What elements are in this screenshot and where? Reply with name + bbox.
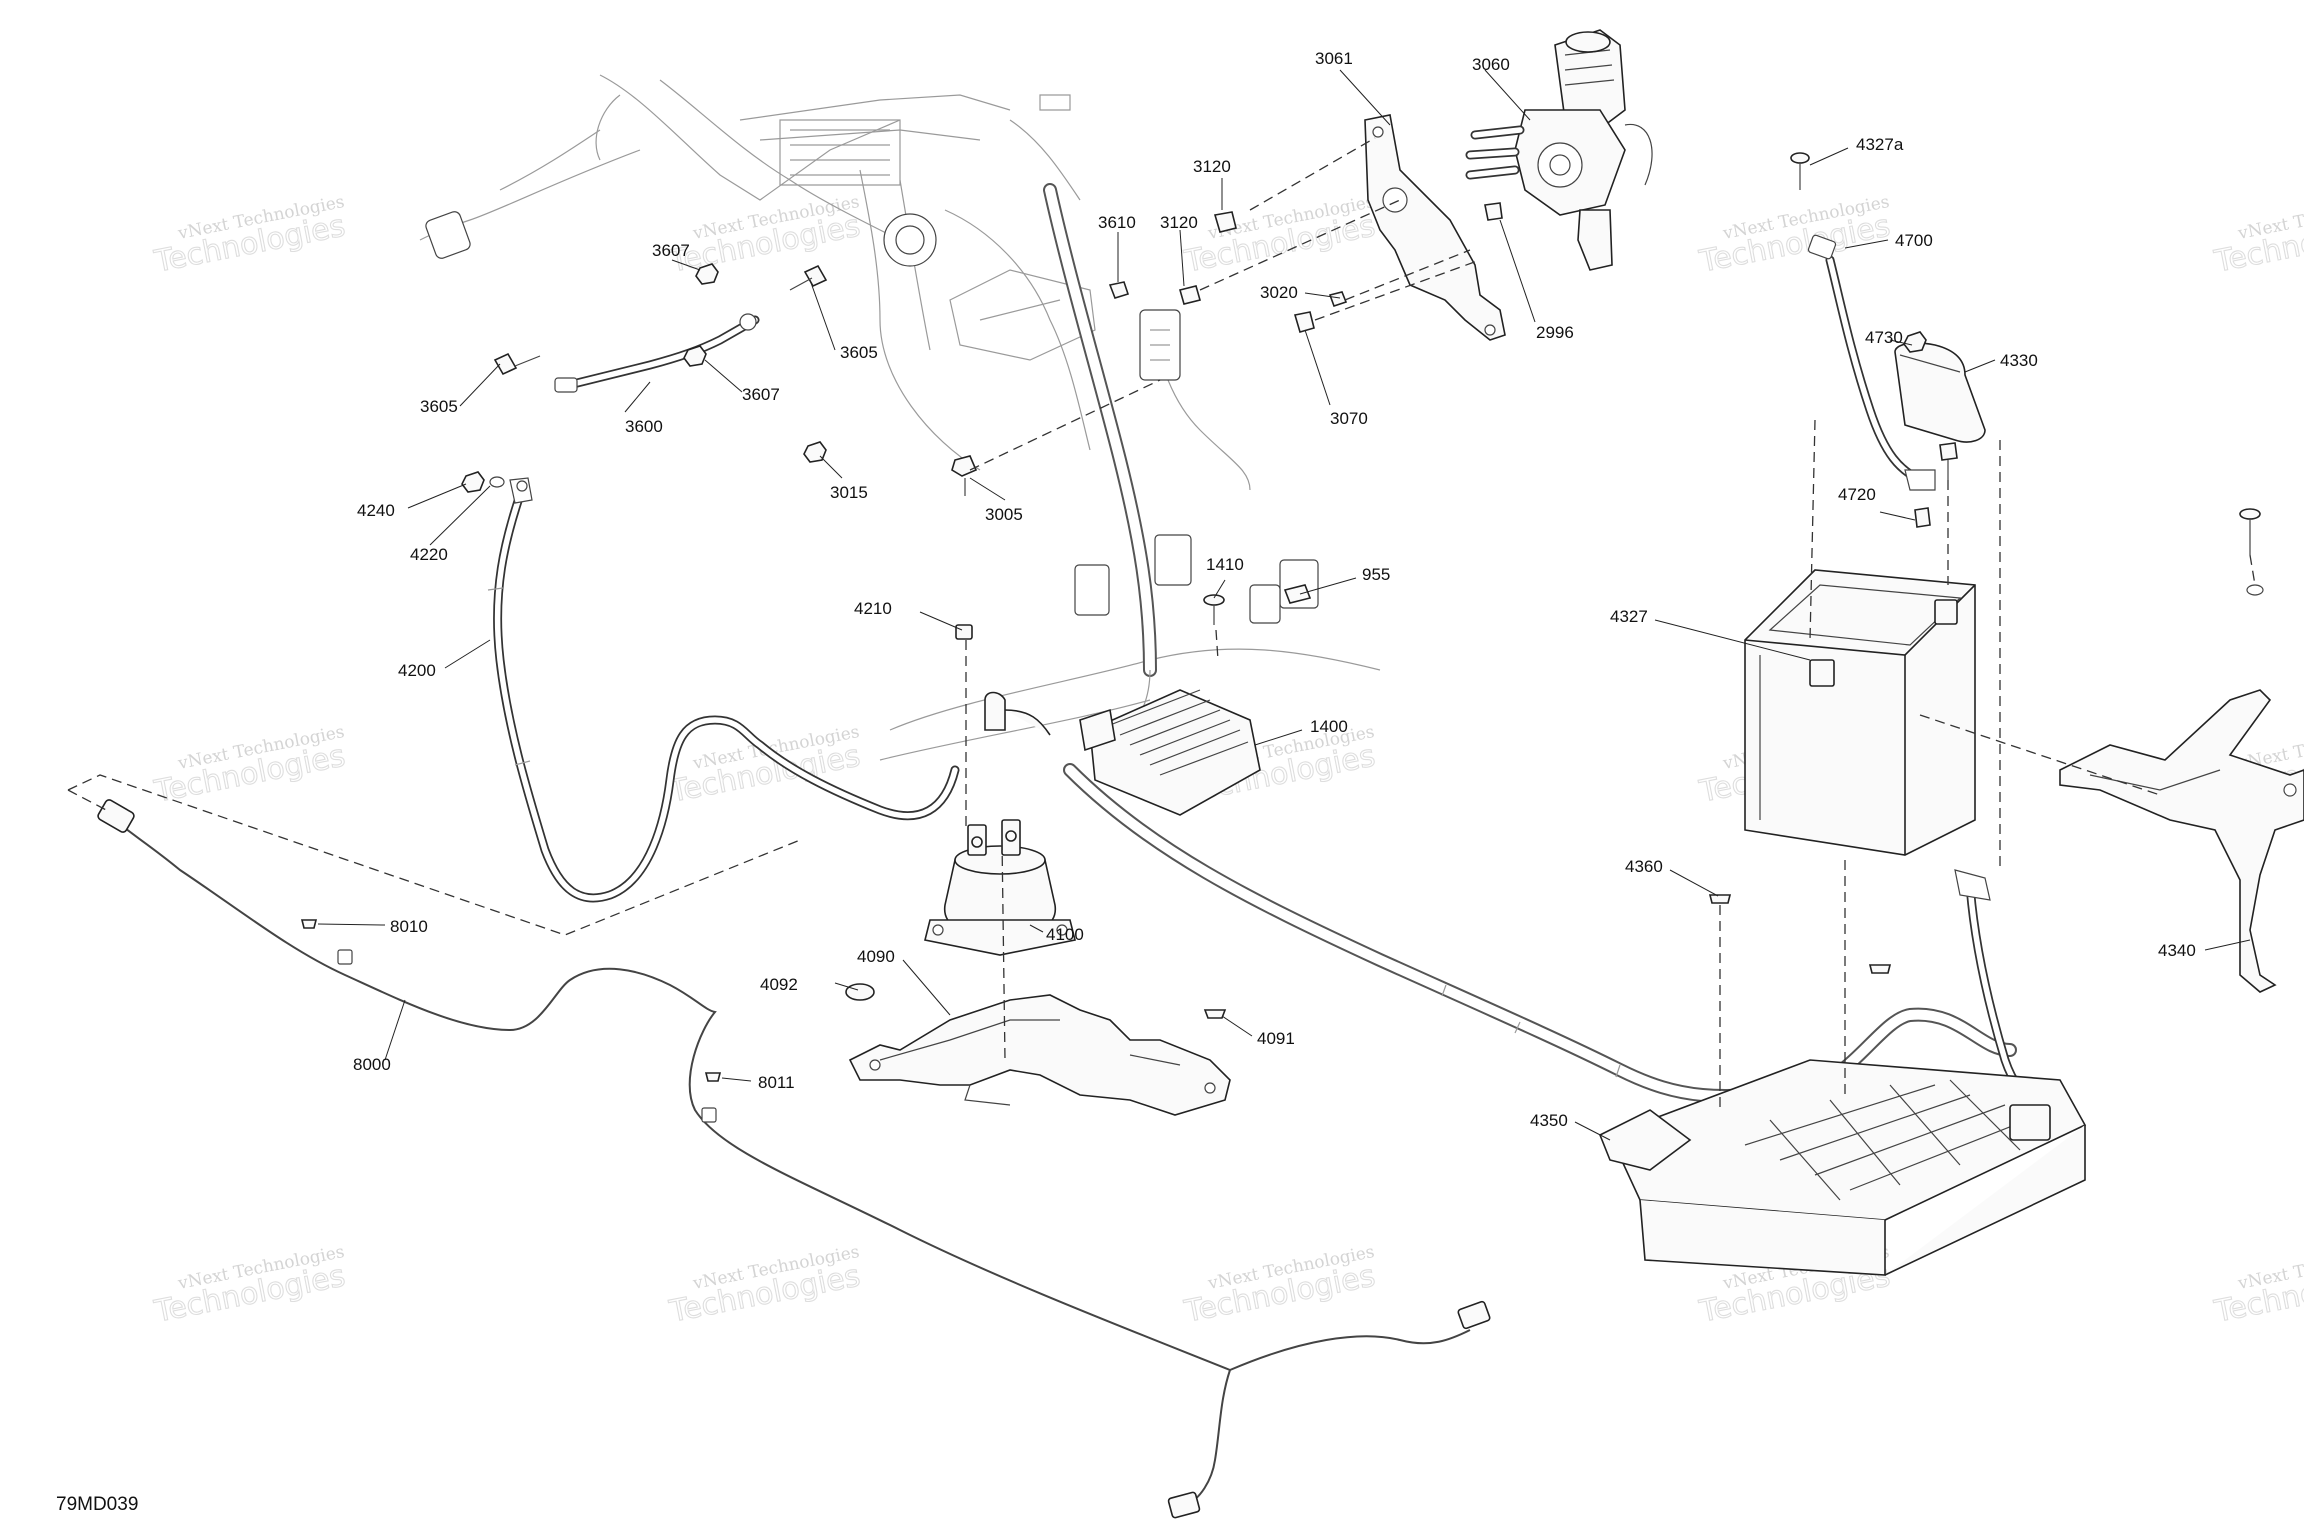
callout-4720: 4720 [1838, 485, 1876, 504]
callout-3005: 3005 [985, 505, 1023, 524]
watermark: vNext Technologies Technologies [151, 192, 349, 280]
callout-4091: 4091 [1257, 1029, 1295, 1048]
vehicle-frame-context [419, 74, 1381, 761]
watermark: vNext Technologies Technologies [2211, 1242, 2304, 1330]
actuator-plate-3061 [1364, 114, 1506, 341]
callout-4092: 4092 [760, 975, 798, 994]
callout-4090: 4090 [857, 947, 895, 966]
callout-8011: 8011 [758, 1073, 795, 1092]
watermark: vNext Technologies Technologies [151, 1242, 349, 1330]
callout-3605-b: 3605 [420, 397, 458, 416]
callout-2996: 2996 [1536, 323, 1574, 342]
callout-1400: 1400 [1310, 717, 1348, 736]
watermark: vNext Technologies Technologies [666, 1242, 864, 1330]
callout-4100: 4100 [1046, 925, 1084, 944]
harness-8000 [97, 799, 1491, 1519]
watermark: vNext Technologies Technologies [1181, 1242, 1379, 1330]
callout-3120-a: 3120 [1193, 157, 1231, 176]
callout-3605-a: 3605 [840, 343, 878, 362]
battery-cable-4200 [487, 477, 960, 903]
callout-4327: 4327 [1610, 607, 1648, 626]
callout-3120-b: 3120 [1160, 213, 1198, 232]
callout-3015: 3015 [830, 483, 868, 502]
callout-8000: 8000 [353, 1055, 391, 1074]
callout-3070: 3070 [1330, 409, 1368, 428]
solenoid-bracket-4090 [848, 994, 1231, 1116]
callout-4210: 4210 [854, 599, 892, 618]
battery-bracket-4340 [2059, 689, 2304, 993]
actuator-3060 [1465, 29, 1653, 271]
callout-955: 955 [1362, 565, 1390, 584]
assembly-lines [67, 137, 2256, 1110]
callout-4700: 4700 [1895, 231, 1933, 250]
callout-4240: 4240 [357, 501, 395, 520]
callout-4350: 4350 [1530, 1111, 1568, 1130]
callout-1410: 1410 [1206, 555, 1244, 574]
callout-4200: 4200 [398, 661, 436, 680]
callout-4730: 4730 [1865, 328, 1903, 347]
callout-4327a: 4327a [1856, 135, 1904, 154]
callout-3061: 3061 [1315, 49, 1353, 68]
voltage-regulator-1400 [984, 689, 1261, 816]
callout-4220: 4220 [410, 545, 448, 564]
battery-tray-4350 [1598, 1059, 2087, 1276]
leader-lines [317, 69, 2251, 1141]
callout-8010: 8010 [390, 917, 428, 936]
battery-cable-4700 [1807, 234, 1936, 491]
callout-3060: 3060 [1472, 55, 1510, 74]
main-wiring-harness [1063, 763, 2017, 1103]
watermark: vNext Technologies Technologies [151, 722, 349, 810]
callout-3607-b: 3607 [742, 385, 780, 404]
ground-cable-3600 [554, 313, 760, 393]
callout-3600: 3600 [625, 417, 663, 436]
watermark: vNext Technologies Technologies [1696, 192, 1894, 280]
callout-4340: 4340 [2158, 941, 2196, 960]
callout-4330: 4330 [2000, 351, 2038, 370]
callout-3607-a: 3607 [652, 241, 690, 260]
callout-labels: 3061 3060 4327a 3120 3610 3120 4700 3607… [353, 49, 2196, 1130]
callout-4360: 4360 [1625, 857, 1663, 876]
callout-3610: 3610 [1098, 213, 1136, 232]
battery-4327 [1744, 569, 1976, 856]
terminal-cap-4330 [1894, 342, 1986, 443]
diagram-code: 79MD039 [56, 1494, 138, 1515]
watermark: vNext Technologies Technologies [1181, 192, 1379, 280]
watermark: vNext Technologies Technologies [2211, 192, 2304, 280]
watermark: vNext Technologies Technologies [666, 722, 864, 810]
watermark: vNext Technologies Technologies [666, 192, 864, 280]
callout-3020: 3020 [1260, 283, 1298, 302]
